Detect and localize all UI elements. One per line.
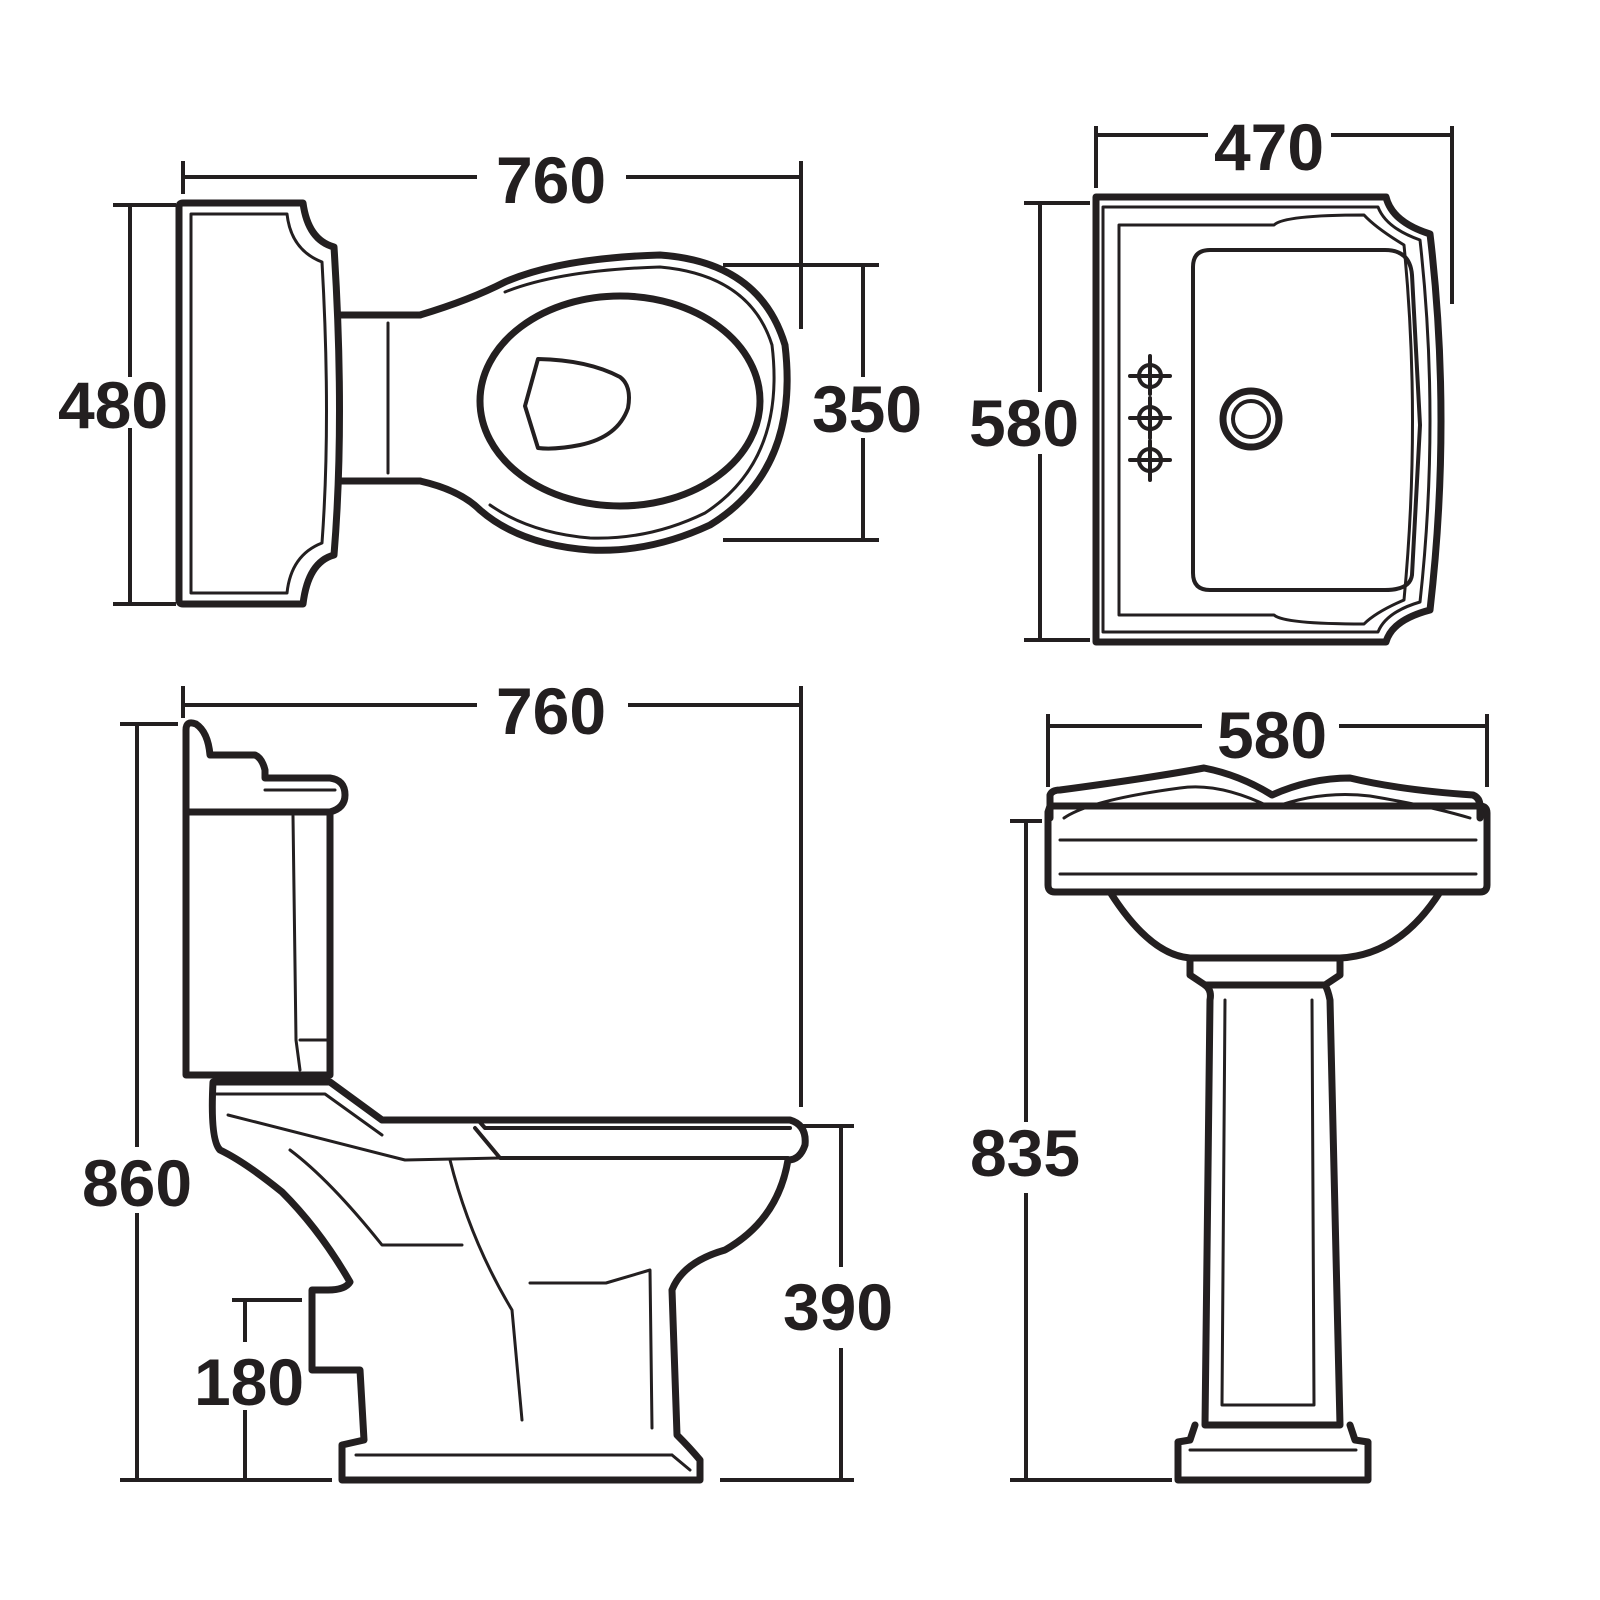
basin-plan-waste-inner <box>1231 399 1271 439</box>
wc-side-cistern-lid <box>182 719 349 816</box>
wc-plan-pan-rim <box>488 265 776 540</box>
basin-plan-tap-holes <box>1128 354 1172 482</box>
wc-side-cistern-edge <box>291 814 332 1072</box>
wc-side-390-dimline <box>720 1124 854 1482</box>
wc-side-pan-seat <box>380 1118 792 1160</box>
basin-front-bowl <box>1106 888 1444 962</box>
wc-plan-760-dimline <box>181 161 803 329</box>
wc-side-760-label: 760 <box>496 674 606 748</box>
basin-front-view: 580 835 <box>970 698 1491 1484</box>
tap-hole-crosshairs <box>1128 354 1172 482</box>
basin-plan-580-dimline <box>1024 201 1090 642</box>
basin-plan-470-label: 470 <box>1214 110 1324 184</box>
basin-plan-bowl <box>1191 248 1422 592</box>
wc-side-390-label: 390 <box>783 1270 893 1344</box>
wc-side-neck-line <box>211 1092 384 1137</box>
wc-plan-350-label: 350 <box>812 372 922 446</box>
basin-front-panel-line <box>1058 838 1478 876</box>
wc-plan-480-label: 480 <box>58 368 168 442</box>
basin-plan-rim <box>1101 205 1432 634</box>
wc-side-860-dimline <box>120 722 332 1482</box>
basin-front-580-dimline <box>1046 714 1489 787</box>
basin-front-pedestal-collar <box>1186 954 1344 989</box>
basin-plan-470-dimline <box>1094 126 1454 304</box>
wc-plan-350-dimline <box>723 263 879 542</box>
wc-side-pan-outline <box>208 1078 809 1484</box>
wc-side-760-dimline <box>181 686 803 1107</box>
wc-side-view: 760 860 390 180 <box>82 674 893 1484</box>
basin-front-pedestal <box>1201 981 1344 1429</box>
basin-plan-outline <box>1092 193 1445 646</box>
basin-front-835-dimline <box>1010 819 1172 1482</box>
wc-side-180-label: 180 <box>194 1345 304 1419</box>
wc-plan-neck <box>336 311 424 485</box>
wc-side-trap-outer <box>226 1113 502 1247</box>
basin-plan-waste-outer <box>1219 387 1283 451</box>
wc-side-860-label: 860 <box>82 1146 192 1220</box>
wc-plan-view: 760 480 350 <box>58 143 922 608</box>
basin-front-panel <box>1044 802 1491 896</box>
wc-plan-cistern-inner <box>189 212 328 595</box>
basin-front-835-label: 835 <box>970 1116 1080 1190</box>
wc-plan-cistern-outline <box>175 199 343 608</box>
wc-plan-760-label: 760 <box>496 143 606 217</box>
basin-plan-deck <box>1117 213 1414 626</box>
wc-side-foot <box>354 1453 692 1472</box>
wc-plan-seat-cover <box>523 357 631 451</box>
basin-front-pedestal-flutes <box>1220 998 1316 1407</box>
wc-side-cistern-body <box>182 808 334 1079</box>
basin-plan-580-label: 580 <box>969 386 1079 460</box>
basin-front-pedestal-base <box>1174 1421 1372 1484</box>
basin-plan-view: 470 580 <box>969 110 1454 646</box>
wc-plan-480-dimline <box>113 203 176 606</box>
wc-plan-pan-outline <box>416 251 791 554</box>
wc-side-180-dimline <box>232 1298 302 1482</box>
basin-front-top <box>1046 764 1484 822</box>
wc-side-trap-inner <box>448 1158 654 1430</box>
basin-front-580-label: 580 <box>1217 698 1327 772</box>
wc-plan-seat <box>476 292 764 510</box>
